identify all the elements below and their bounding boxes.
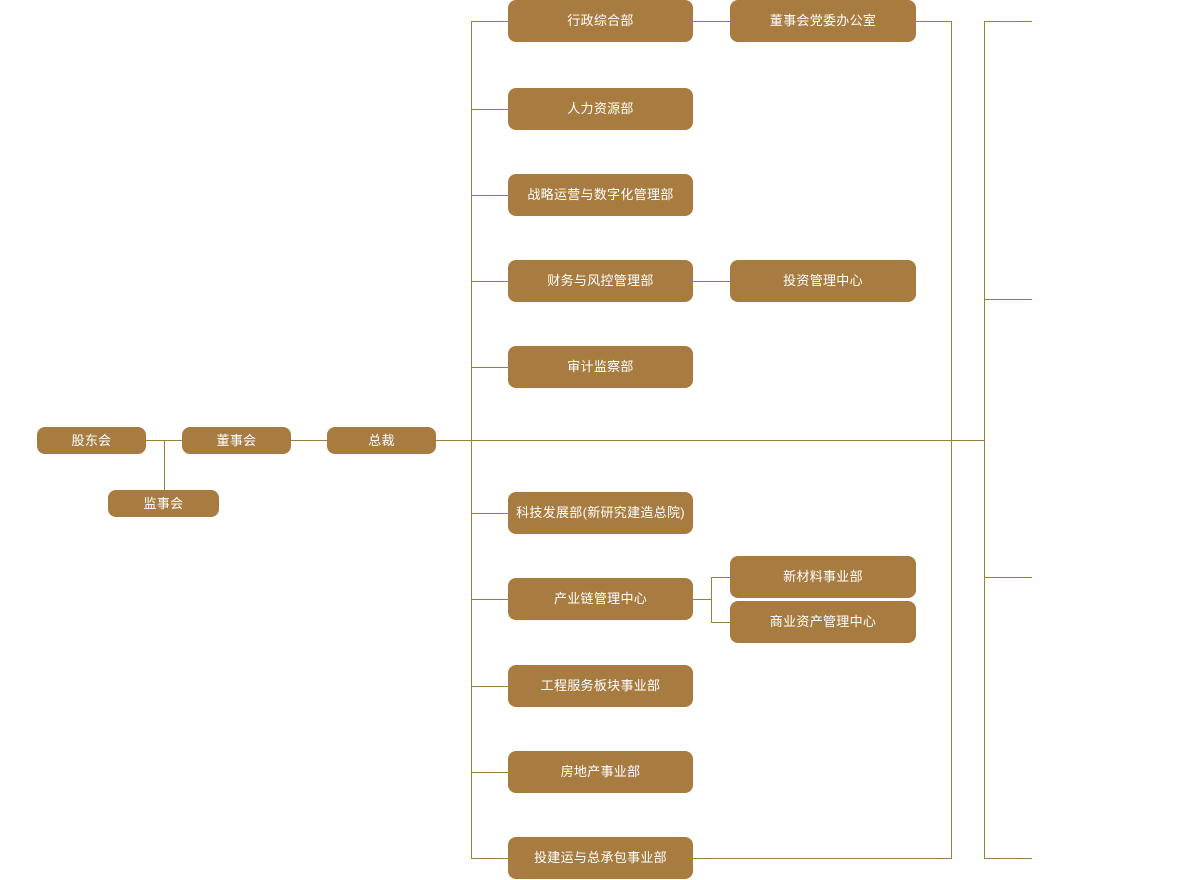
node-label-human-resources-dept: 人力资源部 [567,101,634,117]
connector-industry-chain-out [693,599,711,600]
node-tech-development-dept[interactable]: 科技发展部(新研究建造总院) [508,492,693,534]
node-new-materials-division[interactable]: 新材料事业部 [730,556,916,598]
connector-stub-industry-chain [471,599,508,600]
connector-rail2-stub-upper-mid [984,299,1032,300]
connector-board-to-president [291,440,327,441]
connector-branch-to-commercial-asset [711,622,730,623]
node-label-shareholders-meeting: 股东会 [71,432,112,448]
node-audit-supervision-dept[interactable]: 审计监察部 [508,346,693,388]
node-admin-general-dept[interactable]: 行政综合部 [508,0,693,42]
node-label-president: 总裁 [368,432,395,448]
connector-stub-real-estate [471,772,508,773]
connector-industry-chain-branch [711,577,712,622]
node-label-board-party-office: 董事会党委办公室 [769,13,877,29]
connector-board-down-to-supervisory [164,440,165,504]
connector-main-spine-upper [471,21,472,440]
connector-president-trunk [436,440,984,441]
node-label-industry-chain-center: 产业链管理中心 [553,591,648,607]
node-label-commercial-asset-center: 商业资产管理中心 [769,614,877,630]
node-board-of-directors[interactable]: 董事会 [182,427,291,454]
node-invest-build-operate-epc-division[interactable]: 投建运与总承包事业部 [508,837,693,879]
node-supervisory-board[interactable]: 监事会 [108,490,219,517]
connector-admin-to-party-office [693,21,730,22]
node-label-admin-general-dept: 行政综合部 [567,13,634,29]
node-label-strategy-ops-digital-dept: 战略运营与数字化管理部 [527,187,674,203]
connector-stub-tech-development [471,513,508,514]
connector-stub-admin-general [471,21,508,22]
node-finance-risk-dept[interactable]: 财务与风控管理部 [508,260,693,302]
node-president[interactable]: 总裁 [327,427,436,454]
node-label-tech-development-dept: 科技发展部(新研究建造总院) [516,505,685,521]
connector-rail1-vertical [951,21,952,859]
connector-main-spine-lower [471,440,472,858]
connector-stub-invest-build-operate [471,858,508,859]
connector-rail2-vertical [984,21,985,859]
node-commercial-asset-center[interactable]: 商业资产管理中心 [730,601,916,643]
node-investment-management-center[interactable]: 投资管理中心 [730,260,916,302]
connector-branch-to-new-materials [711,577,730,578]
connector-rail2-stub-lower-mid [984,577,1032,578]
connector-rail1-bottom-to-epc [693,858,952,859]
node-label-board-of-directors: 董事会 [216,432,257,448]
connector-rail2-stub-bottom [984,858,1032,859]
node-label-audit-supervision-dept: 审计监察部 [567,359,634,375]
connector-stub-engineering-services [471,686,508,687]
node-label-invest-build-operate-epc-division: 投建运与总承包事业部 [533,850,667,866]
node-industry-chain-center[interactable]: 产业链管理中心 [508,578,693,620]
node-strategy-ops-digital-dept[interactable]: 战略运营与数字化管理部 [508,174,693,216]
node-engineering-services-division[interactable]: 工程服务板块事业部 [508,665,693,707]
connector-stub-strategy-ops [471,195,508,196]
node-label-engineering-services-division: 工程服务板块事业部 [540,678,661,694]
node-label-new-materials-division: 新材料事业部 [783,569,863,585]
connector-party-office-to-rail1-top [916,21,952,22]
connector-rail2-stub-top [984,21,1032,22]
node-human-resources-dept[interactable]: 人力资源部 [508,88,693,130]
node-shareholders-meeting[interactable]: 股东会 [37,427,146,454]
node-board-party-office[interactable]: 董事会党委办公室 [730,0,916,42]
node-label-real-estate-division: 房地产事业部 [560,764,641,780]
connector-stub-finance-risk [471,281,508,282]
node-label-supervisory-board: 监事会 [143,495,184,511]
connector-stub-human-resources [471,109,508,110]
node-label-finance-risk-dept: 财务与风控管理部 [547,273,654,289]
connector-stub-audit-supervision [471,367,508,368]
node-label-investment-management-center: 投资管理中心 [783,273,863,289]
node-real-estate-division[interactable]: 房地产事业部 [508,751,693,793]
connector-finance-to-investment-center [693,281,730,282]
